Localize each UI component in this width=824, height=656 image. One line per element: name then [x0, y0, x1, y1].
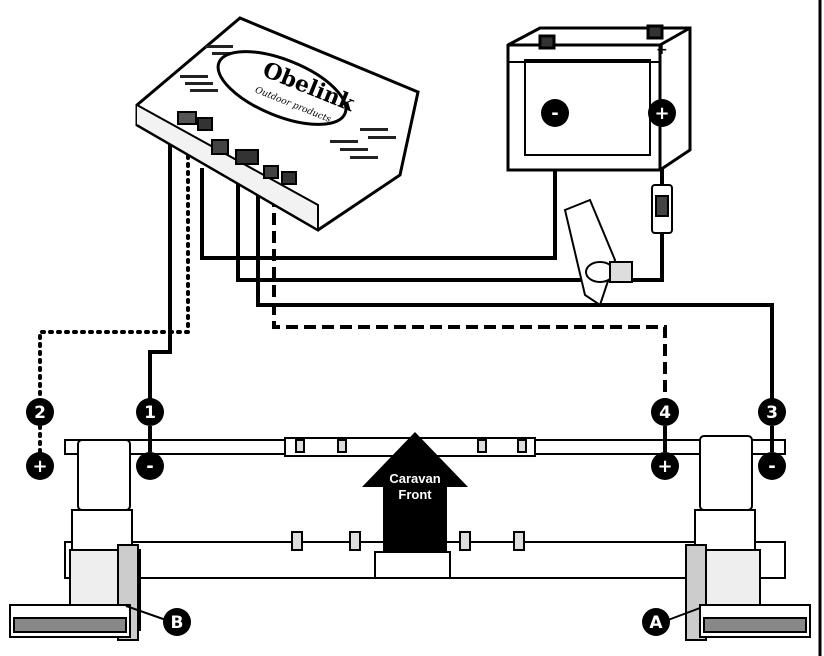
svg-text:1: 1 — [144, 403, 156, 423]
svg-text:+: + — [32, 456, 47, 477]
wire-3-polarity-badge: - — [758, 452, 786, 480]
wire-4 — [272, 195, 667, 402]
motor-right-label: A — [642, 608, 670, 636]
svg-text:+: + — [654, 103, 669, 124]
main-switch — [563, 198, 633, 307]
svg-text:A: A — [649, 613, 663, 633]
battery-negative-badge: - — [541, 99, 569, 127]
svg-text:-: - — [768, 456, 775, 477]
wire-2-number-badge: 2 — [26, 398, 54, 426]
brand-logo — [216, 50, 348, 126]
svg-text:2: 2 — [34, 403, 46, 423]
svg-text:-: - — [146, 456, 153, 477]
motor-right — [685, 435, 811, 641]
motor-left-label: B — [163, 608, 191, 636]
battery-terminal-positive — [646, 24, 664, 40]
svg-text:4: 4 — [659, 403, 671, 423]
controller-box: Obelink Outdoor products — [135, 16, 420, 232]
arrow-label-line2: Front — [398, 487, 432, 502]
wire-4-polarity-badge: + — [651, 452, 679, 480]
wire-battery-negative — [200, 115, 557, 260]
svg-text:+: + — [657, 456, 672, 477]
wire-1 — [148, 140, 172, 410]
battery-terminal-negative — [538, 34, 556, 50]
arrow-label-line1: Caravan — [389, 471, 440, 486]
svg-text:-: - — [551, 103, 558, 124]
caravan-front-arrow: Caravan Front — [362, 432, 468, 553]
svg-text:3: 3 — [766, 403, 778, 423]
inline-fuse — [651, 184, 673, 234]
wire-2 — [38, 138, 190, 402]
svg-text:+: + — [656, 42, 668, 58]
wire-4-number-badge: 4 — [651, 398, 679, 426]
wire-1-number-badge: 1 — [136, 398, 164, 426]
wire-battery-positive — [236, 180, 664, 282]
wire-1-polarity-badge: - — [136, 452, 164, 480]
wire-3-number-badge: 3 — [758, 398, 786, 426]
battery: + — [506, 24, 692, 172]
wire-2-polarity-badge: + — [26, 452, 54, 480]
wires — [38, 115, 774, 410]
svg-text:B: B — [171, 613, 184, 633]
battery-positive-badge: + — [648, 99, 676, 127]
motor-left — [9, 439, 141, 641]
wire-3 — [256, 195, 774, 400]
